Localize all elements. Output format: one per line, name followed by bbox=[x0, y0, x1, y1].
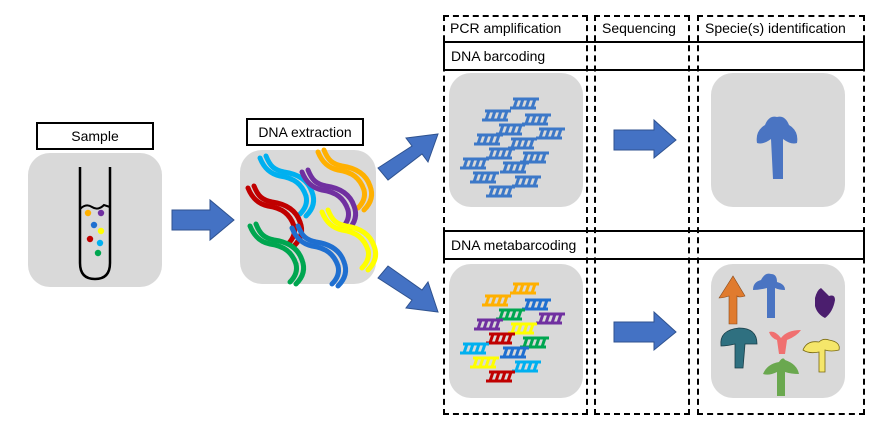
column-sequencing bbox=[594, 15, 690, 415]
row-dna-metabarcoding: DNA metabarcoding bbox=[443, 230, 865, 260]
column-title-identification: Specie(s) identification bbox=[705, 20, 846, 36]
orange-fungus-icon bbox=[718, 275, 746, 325]
blue-fungus-icon bbox=[753, 273, 785, 318]
multiple-fungi-icon bbox=[718, 273, 840, 396]
pink-fungus-icon bbox=[769, 330, 801, 354]
sample-panel bbox=[28, 153, 162, 287]
column-species-identification bbox=[697, 15, 865, 415]
barcoding-sequencing-arrow-icon bbox=[613, 118, 677, 160]
sample-label-text: Sample bbox=[71, 128, 119, 144]
single-fungus-icon bbox=[756, 116, 798, 179]
arrow-down-right-icon bbox=[377, 265, 439, 313]
row-dna-metabarcoding-label: DNA metabarcoding bbox=[451, 237, 577, 253]
test-tube-icon bbox=[78, 167, 112, 281]
dna-extraction-label-text: DNA extraction bbox=[258, 124, 352, 140]
row-dna-barcoding: DNA barcoding bbox=[443, 41, 865, 71]
arrow-up-right-icon bbox=[377, 133, 439, 181]
teal-fungus-icon bbox=[720, 327, 758, 369]
column-pcr-amplification bbox=[443, 15, 588, 415]
metabarcoding-sequencing-arrow-icon bbox=[613, 310, 677, 352]
dna-helices-icon bbox=[240, 150, 376, 284]
sample-label: Sample bbox=[36, 122, 154, 150]
barcoding-amplicons-icon bbox=[458, 97, 567, 198]
purple-fungus-icon bbox=[815, 288, 835, 318]
green-fungus-icon bbox=[763, 358, 799, 396]
yellow-fungus-icon bbox=[802, 338, 840, 373]
metabarcoding-amplicons-icon bbox=[458, 282, 567, 383]
arrow-right-icon bbox=[171, 198, 235, 242]
dna-extraction-label: DNA extraction bbox=[246, 118, 364, 146]
column-title-pcr: PCR amplification bbox=[450, 20, 562, 36]
row-dna-barcoding-label: DNA barcoding bbox=[451, 48, 546, 64]
column-title-sequencing: Sequencing bbox=[602, 20, 676, 36]
